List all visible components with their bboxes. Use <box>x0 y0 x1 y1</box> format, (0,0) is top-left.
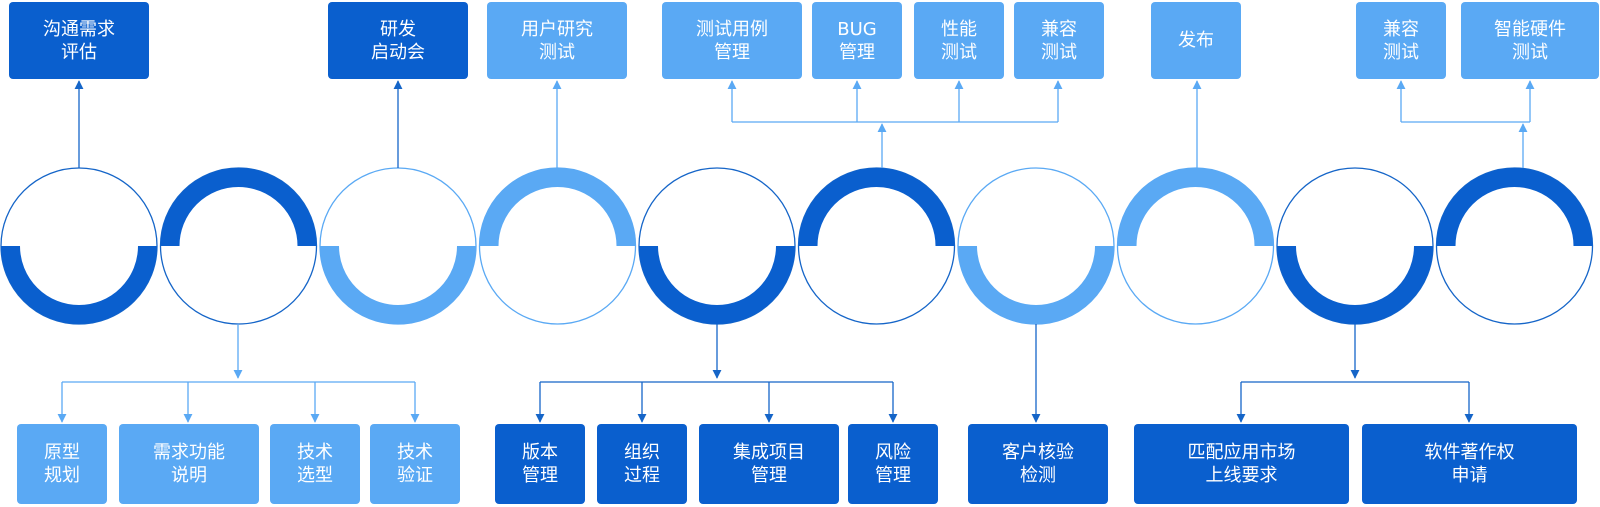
bottom-box-integration-project-management: 集成项目 管理 <box>699 424 839 504</box>
ring-arc-2 <box>160 168 317 247</box>
ring-arc-1 <box>1 245 157 324</box>
ring-arc-6 <box>798 168 955 247</box>
bottom-box-software-copyright: 软件著作权 申请 <box>1362 424 1577 504</box>
top-box-release: 发布 <box>1151 2 1241 79</box>
ring-arc-10 <box>1436 168 1593 247</box>
bottom-box-tech-selection: 技术 选型 <box>270 424 360 504</box>
ring-arc-5 <box>639 245 795 324</box>
bottom-box-risk-management: 风险 管理 <box>848 424 938 504</box>
bottom-box-requirement-spec: 需求功能 说明 <box>119 424 259 504</box>
bottom-box-version-management: 版本 管理 <box>495 424 585 504</box>
top-box-smart-hardware-test: 智能硬件 测试 <box>1461 2 1599 79</box>
top-box-user-research-test: 用户研究 测试 <box>487 2 627 79</box>
top-box-performance-test: 性能 测试 <box>914 2 1004 79</box>
ring-arc-7 <box>958 245 1114 324</box>
bottom-box-customer-verification: 客户核验 检测 <box>968 424 1108 504</box>
top-box-compatibility-test-2: 兼容 测试 <box>1356 2 1446 79</box>
top-box-bug-management: BUG 管理 <box>812 2 902 79</box>
top-box-dev-kickoff: 研发 启动会 <box>328 2 468 79</box>
ring-arc-3 <box>320 245 476 324</box>
top-box-compatibility-test-1: 兼容 测试 <box>1014 2 1104 79</box>
bottom-box-organization-process: 组织 过程 <box>597 424 687 504</box>
ring-arc-8 <box>1117 168 1274 247</box>
bottom-box-prototype-planning: 原型 规划 <box>17 424 107 504</box>
ring-arc-9 <box>1277 245 1433 324</box>
bottom-box-tech-validation: 技术 验证 <box>370 424 460 504</box>
ring-arc-4 <box>479 168 636 247</box>
bottom-box-app-market-requirements: 匹配应用市场 上线要求 <box>1134 424 1349 504</box>
top-box-requirement-assessment: 沟通需求 评估 <box>9 2 149 79</box>
top-box-test-case-management: 测试用例 管理 <box>662 2 802 79</box>
